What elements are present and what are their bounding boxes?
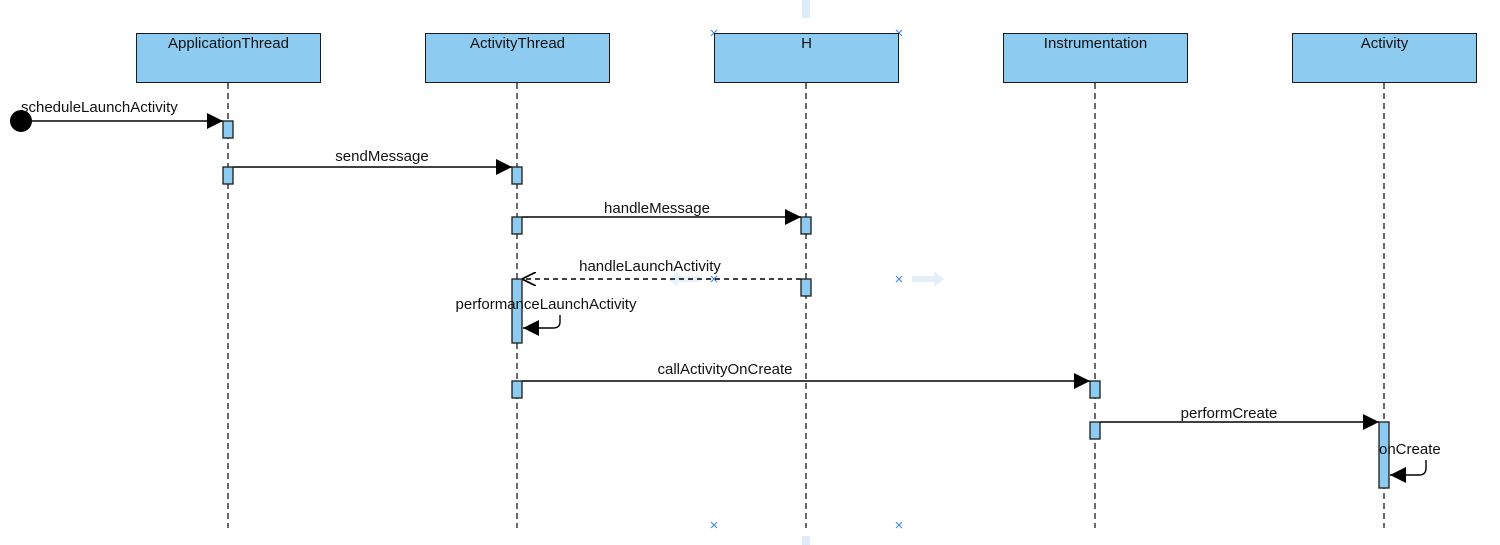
activations-layer xyxy=(222,120,1390,489)
activation-bar-activity-10 xyxy=(1378,421,1390,489)
message-arrow-on-create xyxy=(1390,460,1427,483)
guide-top-handle xyxy=(802,0,810,18)
activation-bar-activity-thread-2 xyxy=(511,166,523,185)
activation-bar-h-7 xyxy=(800,278,812,297)
participant-activity[interactable]: Activity xyxy=(1292,33,1477,83)
participant-instrumentation[interactable]: Instrumentation xyxy=(1003,33,1188,83)
activation-bar-activity-thread-4 xyxy=(511,278,523,344)
messages-layer xyxy=(10,110,1427,483)
message-arrow-performance-launch-activity xyxy=(523,315,561,336)
guide-handle-3 xyxy=(895,275,903,283)
message-label-perform-create: performCreate xyxy=(1180,405,1278,422)
editor-guides-layer xyxy=(668,0,944,545)
participant-h[interactable]: H xyxy=(714,33,899,83)
message-label-call-activity-on-create: callActivityOnCreate xyxy=(657,361,793,378)
activation-bar-instrumentation-9 xyxy=(1089,421,1101,440)
guide-handle-4 xyxy=(710,521,718,529)
message-label-performance-launch-activity: performanceLaunchActivity xyxy=(455,296,637,313)
message-label-on-create: onCreate xyxy=(1379,441,1441,458)
guide-bottom-handle xyxy=(802,536,810,545)
activation-bar-application-thread-0 xyxy=(222,120,234,139)
activation-bar-activity-thread-5 xyxy=(511,380,523,399)
guide-x-b xyxy=(710,275,718,283)
guide-x-b xyxy=(710,521,718,529)
message-label-handle-launch-activity: handleLaunchActivity xyxy=(579,258,721,275)
guide-x-b xyxy=(895,521,903,529)
guide-handle-2 xyxy=(710,275,718,283)
activation-bar-instrumentation-8 xyxy=(1089,380,1101,399)
activation-bar-activity-thread-3 xyxy=(511,216,523,235)
initial-message-dot xyxy=(10,110,32,132)
message-label-handle-message: handleMessage xyxy=(604,200,710,217)
guide-right-arrow xyxy=(912,271,944,287)
guide-x-b xyxy=(895,275,903,283)
guide-handle-5 xyxy=(895,521,903,529)
participant-application-thread[interactable]: ApplicationThread xyxy=(136,33,321,83)
participant-activity-thread[interactable]: ActivityThread xyxy=(425,33,610,83)
lifelines-layer xyxy=(227,83,1385,528)
message-label-send-message: sendMessage xyxy=(335,148,429,165)
activation-bar-application-thread-1 xyxy=(222,166,234,185)
message-label-schedule-launch-activity: scheduleLaunchActivity xyxy=(21,99,178,116)
activation-bar-h-6 xyxy=(800,216,812,235)
